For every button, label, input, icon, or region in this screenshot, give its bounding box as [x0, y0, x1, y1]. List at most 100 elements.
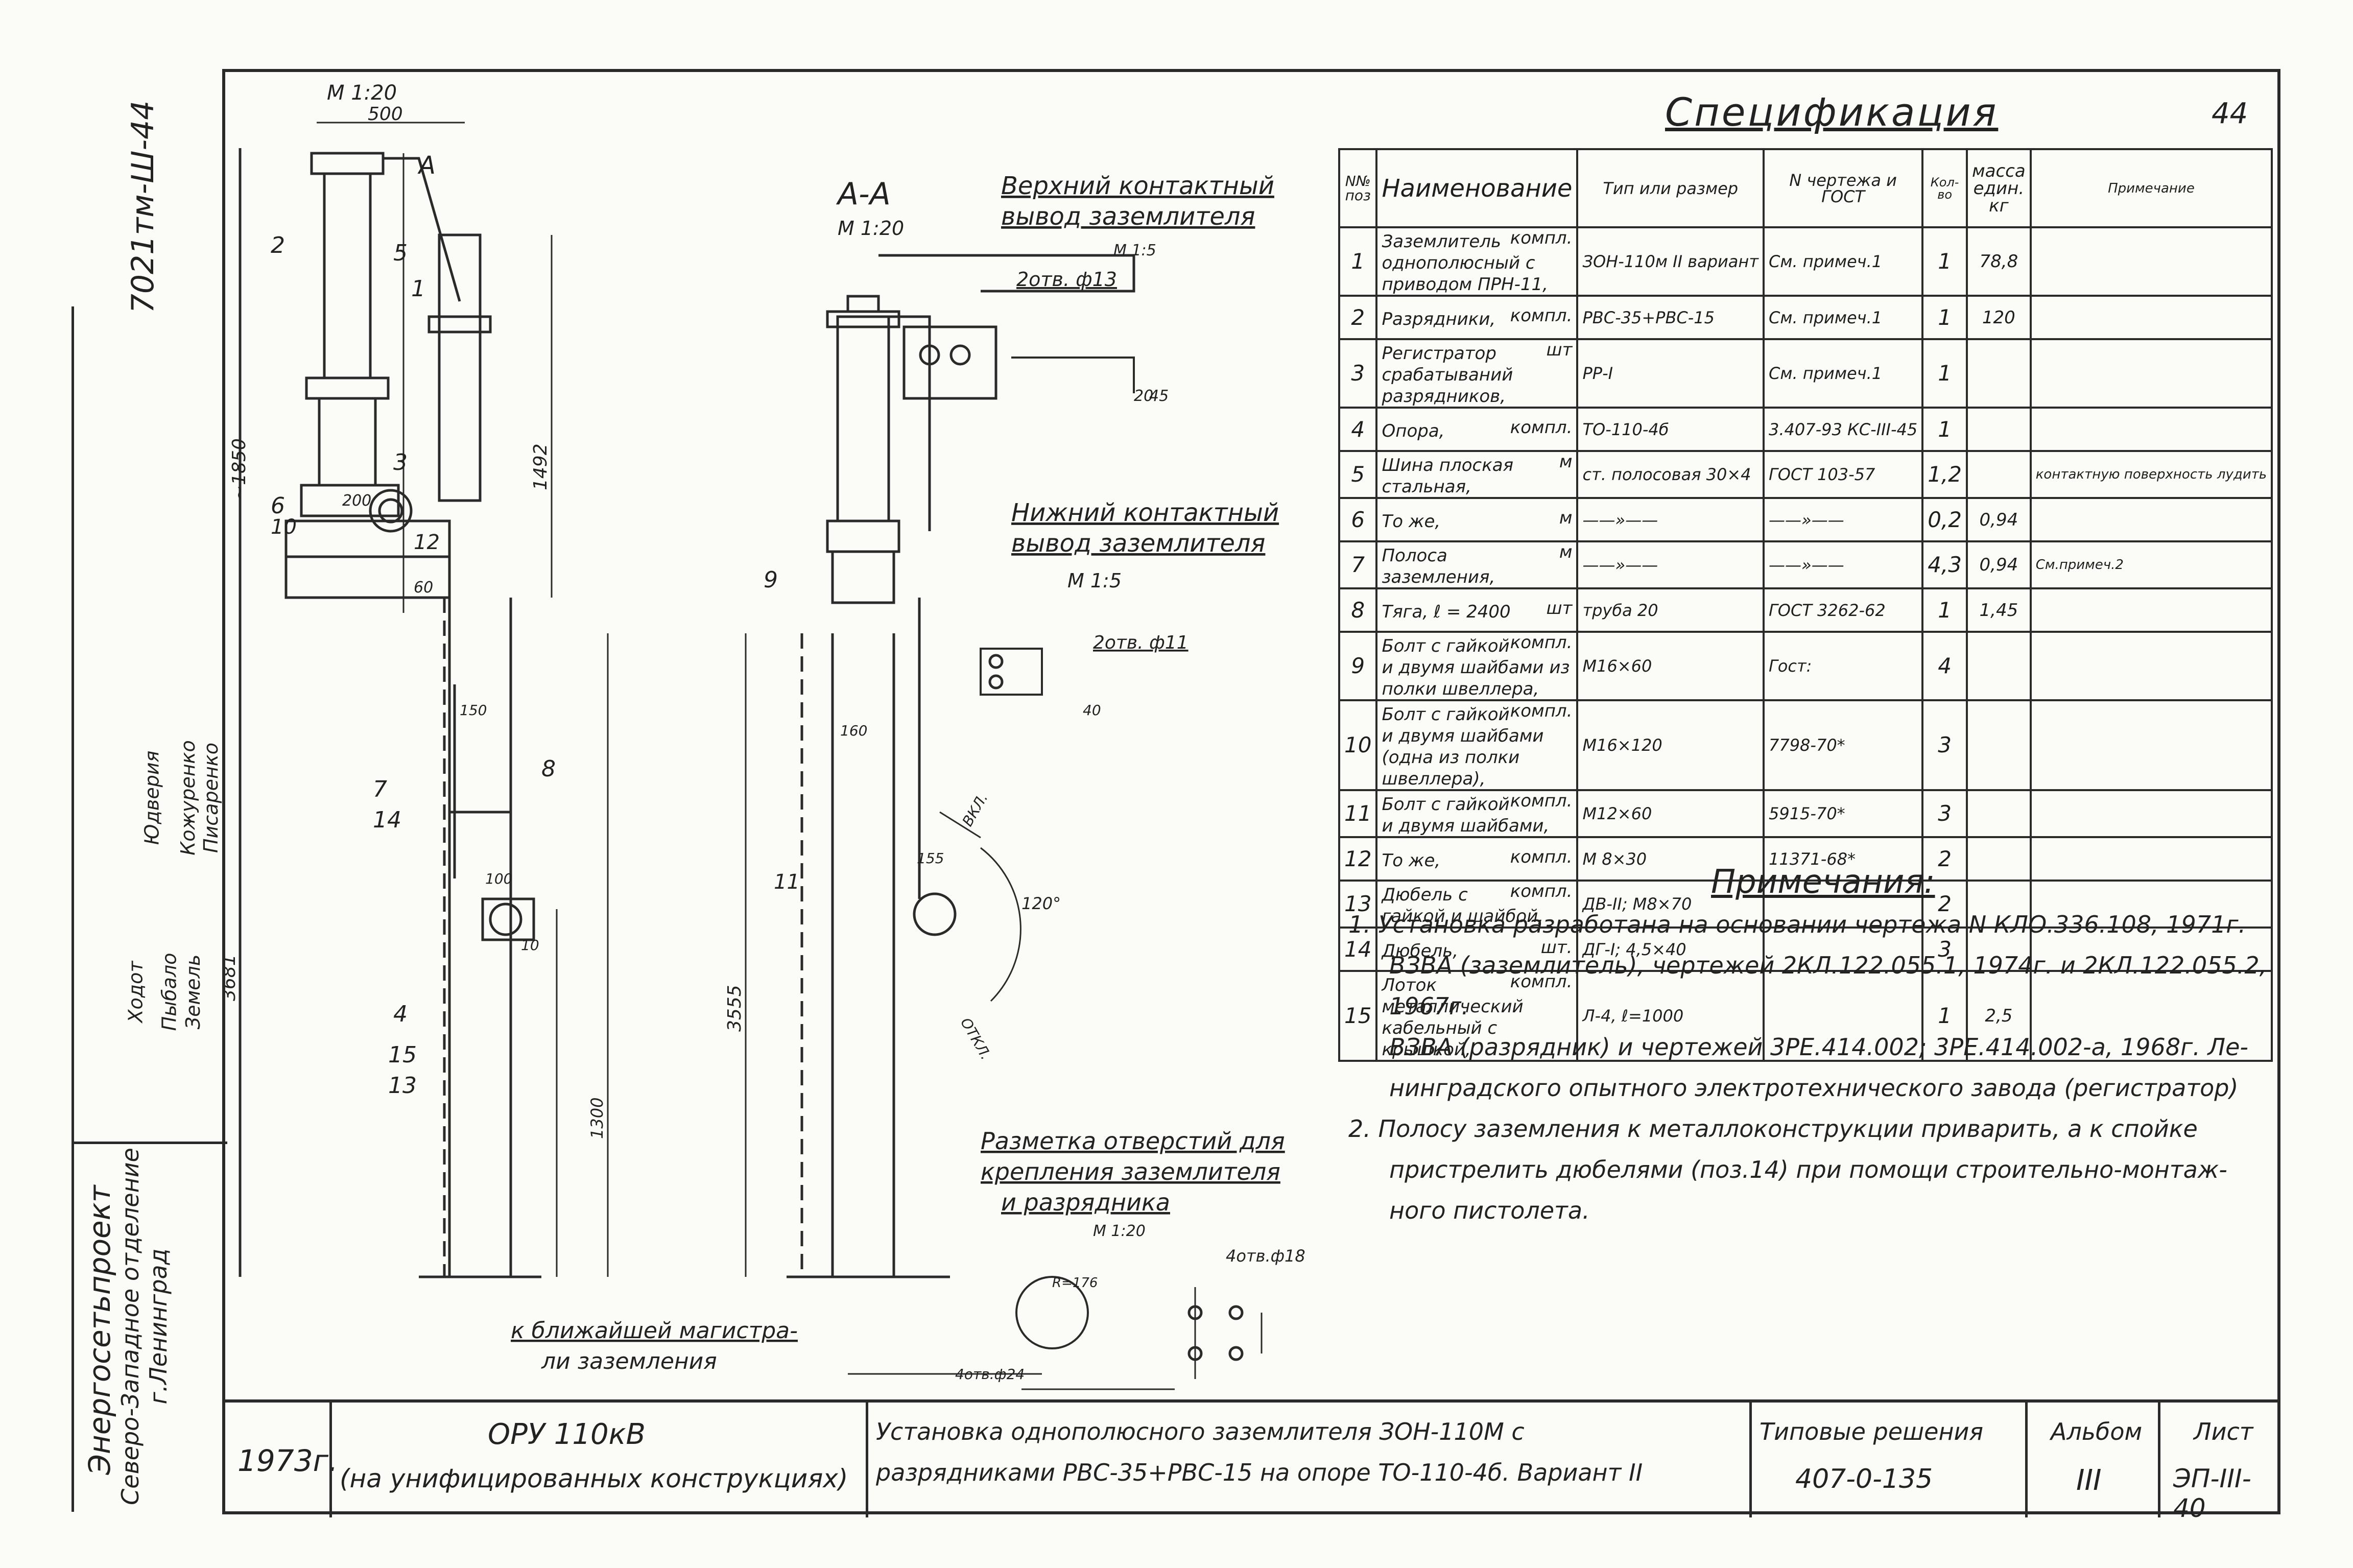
svg-text:2отв. ф13: 2отв. ф13 — [1016, 268, 1117, 291]
spec-cell-doc — [1762, 926, 1924, 972]
svg-text:3555: 3555 — [724, 985, 745, 1032]
project-sub: (на унифицированных конструкциях) — [340, 1464, 848, 1493]
sheet-label: Лист — [2194, 1418, 2253, 1445]
spec-cell-no: 5 — [1338, 450, 1378, 499]
spec-item-name: Опора, — [1382, 420, 1445, 441]
spec-item-unit: компл. — [1510, 305, 1573, 326]
spec-item-unit: компл. — [1510, 846, 1573, 867]
spec-cell-note — [2029, 836, 2273, 882]
spec-cell-type: ДВ-II; М8×70 — [1576, 880, 1765, 929]
spec-item-name: Регистратор срабатываний разрядников, — [1382, 343, 1513, 407]
spec-cell-note — [2029, 926, 2273, 972]
svg-text:2: 2 — [271, 232, 285, 258]
spec-cell-name: компл.Болт с гайкой и двумя шайбами (одн… — [1375, 699, 1579, 791]
spec-item-unit: компл. — [1510, 417, 1573, 438]
svg-text:Верхний контактный: Верхний контактный — [1001, 172, 1274, 200]
notes-title: Примечания: — [1711, 863, 1935, 901]
spec-cell-doc: ——»—— — [1762, 497, 1924, 542]
spec-cell-mass — [1966, 338, 2032, 409]
spec-item-name: Заземлитель однополюсный с приводом ПРН-… — [1382, 231, 1548, 295]
spec-cell-no: 3 — [1338, 338, 1378, 409]
spec-cell-no: 12 — [1338, 836, 1378, 882]
note-line: ного пистолета. — [1389, 1197, 1590, 1224]
spec-item-name: Лоток металлический кабельный с крышкой, — [1382, 975, 1524, 1060]
svg-text:15: 15 — [388, 1042, 417, 1068]
spec-item-unit: шт — [1546, 598, 1573, 619]
spec-cell-doc: 7798-70* — [1762, 699, 1924, 791]
svg-text:Нижний контактный: Нижний контактный — [1011, 498, 1279, 527]
spec-cell-qty: 1,2 — [1921, 450, 1968, 499]
svg-text:5: 5 — [393, 240, 408, 266]
spec-cell-note — [2029, 338, 2273, 409]
spec-cell-note — [2029, 587, 2273, 633]
spec-item-unit: компл. — [1510, 791, 1573, 811]
col-no: N№ поз — [1338, 148, 1378, 228]
tb-div1 — [329, 1403, 332, 1517]
spec-cell-no: 10 — [1338, 699, 1378, 791]
spec-cell-mass — [1966, 836, 2032, 882]
sheet-code-vertical: 7021тм-Ш-44 — [125, 100, 161, 314]
spec-cell-type: М16×60 — [1576, 631, 1765, 701]
svg-text:ОТКЛ.: ОТКЛ. — [957, 1015, 994, 1063]
svg-text:и разрядника: и разрядника — [1001, 1189, 1170, 1216]
spec-cell-no: 15 — [1338, 970, 1378, 1062]
spec-item-name: Разрядники, — [1382, 308, 1496, 329]
note-line: ВЗВА (разрядник) и чертежей 3РЕ.414.002;… — [1389, 1033, 2248, 1061]
spec-cell-note — [2029, 631, 2273, 701]
svg-text:Разметка отверстий для: Разметка отверстий для — [981, 1127, 1285, 1155]
spec-cell-note — [2029, 226, 2273, 297]
svg-text:М 1:20: М 1:20 — [838, 217, 904, 240]
svg-text:крепления заземлителя: крепления заземлителя — [981, 1158, 1280, 1185]
svg-text:1492: 1492 — [530, 443, 551, 490]
spec-cell-qty: 1 — [1921, 338, 1968, 409]
series-label: Типовые решения — [1760, 1418, 1984, 1445]
spec-cell-doc: 11371-68* — [1762, 836, 1924, 882]
svg-text:М 1:20: М 1:20 — [327, 81, 397, 105]
svg-text:М 1:5: М 1:5 — [1067, 569, 1122, 592]
spec-cell-doc — [1762, 880, 1924, 929]
corner-page-number: 44 — [2212, 97, 2248, 130]
spec-cell-no: 14 — [1338, 926, 1378, 972]
spec-cell-note — [2029, 880, 2273, 929]
spec-cell-doc — [1762, 970, 1924, 1062]
spec-item-unit: компл. — [1510, 632, 1573, 653]
spec-cell-type: Л-4, ℓ=1000 — [1576, 970, 1765, 1062]
svg-text:7: 7 — [373, 776, 387, 802]
spec-cell-name: компл.Лоток металлический кабельный с кр… — [1375, 970, 1579, 1062]
spec-header-row: N№ поз Наименование Тип или размер N чер… — [1338, 148, 2273, 228]
svg-text:2отв. ф11: 2отв. ф11 — [1093, 632, 1189, 653]
spec-body: 1 компл. Заземлитель однополюсный с привод… — [1338, 226, 2273, 1062]
project: ОРУ 110кВ — [488, 1418, 646, 1451]
spec-cell-mass: 2,5 — [1966, 970, 2032, 1062]
spec-cell-doc: См. примеч.1 — [1762, 295, 1924, 340]
svg-text:1: 1 — [411, 276, 425, 302]
spec-item-unit: шт — [1546, 340, 1573, 360]
spec-cell-no: 1 — [1338, 226, 1378, 297]
spec-cell-note: контактную поверхность лудить — [2029, 450, 2273, 499]
spec-cell-no: 4 — [1338, 407, 1378, 452]
spec-item-unit: компл. — [1510, 881, 1573, 901]
svg-text:40: 40 — [1083, 702, 1101, 719]
tb-div5 — [2158, 1403, 2160, 1517]
spec-cell-qty: 0,2 — [1921, 497, 1968, 542]
tb-div4 — [2025, 1403, 2028, 1517]
svg-text:9: 9 — [764, 567, 778, 593]
spec-cell-note — [2029, 970, 2273, 1062]
spec-item-unit: м — [1559, 452, 1573, 472]
svg-text:М 1:5: М 1:5 — [1113, 242, 1156, 259]
svg-text:500: 500 — [368, 104, 403, 125]
spec-cell-type: ст. полосовая 30×4 — [1576, 450, 1765, 499]
spec-cell-mass — [1966, 450, 2032, 499]
spec-cell-doc: 5915-70* — [1762, 789, 1924, 838]
sheet: ЭП-III-40 — [2173, 1464, 2251, 1523]
spec-cell-doc: ГОСТ 103-57 — [1762, 450, 1924, 499]
spec-cell-note — [2029, 699, 2273, 791]
svg-text:4: 4 — [393, 1001, 408, 1027]
spec-cell-type: ЗОН-110м II вариант — [1576, 226, 1765, 297]
technical-drawing: М 1:20 500 ~1850 1492 200 60 3681 150 10… — [225, 81, 1305, 1390]
spec-cell-type: РР-I — [1576, 338, 1765, 409]
